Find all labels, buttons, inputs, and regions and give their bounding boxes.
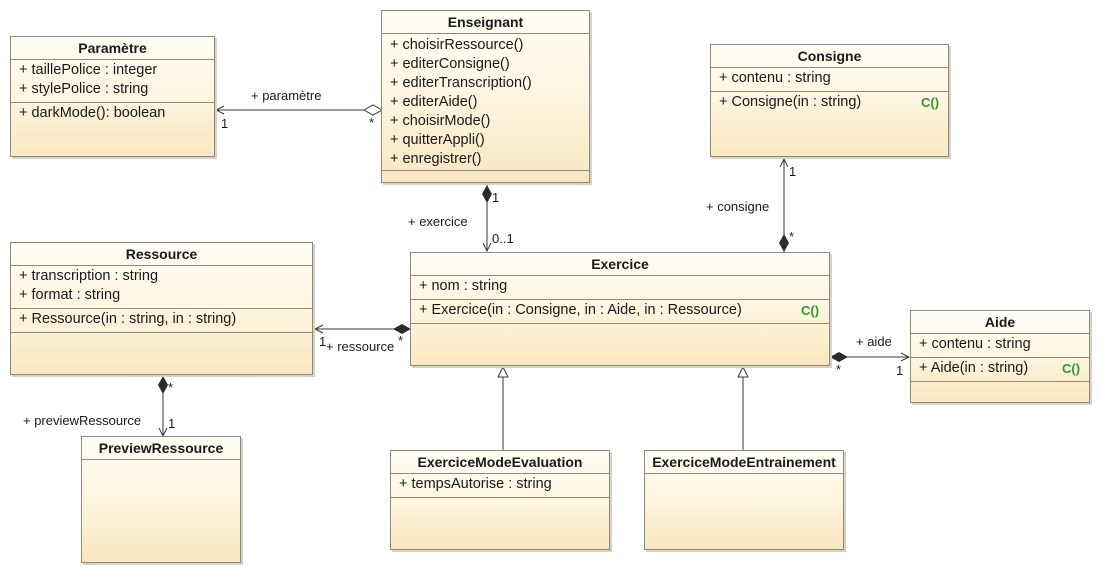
attribute: + contenu : string [919,336,1031,352]
multiplicity-label: * [168,380,174,395]
class-name: Aide [911,311,1089,334]
multiplicity-label: 0..1 [492,231,514,246]
class-parametre[interactable]: Paramètre + taillePolice : integer + sty… [10,36,215,157]
attribute: + contenu : string [719,70,831,86]
operations-section: + Aide(in : string) C() [911,358,1089,382]
role-label-aide: + aide [856,334,892,349]
multiplicity-label: 1 [896,363,904,378]
attribute: + taillePolice : integer [19,62,158,78]
attribute: + nom : string [419,278,508,294]
operations-section: + choisirRessource() + editerConsigne() … [382,34,589,171]
attributes-section: + tempsAutorise : string [391,474,609,498]
attribute: + tempsAutorise : string [399,476,552,492]
constructor-icon: C() [801,303,820,318]
operations-section: + Exercice(in : Consigne, in : Aide, in … [411,300,829,324]
class-name: ExerciceModeEntrainement [645,451,843,474]
class-name: Enseignant [382,11,589,34]
operations-section: + Consigne(in : string) C() [711,92,948,115]
multiplicity-label: * [836,362,842,377]
attributes-section: + taillePolice : integer + stylePolice :… [11,60,214,103]
multiplicity-label: * [398,333,404,348]
class-name: ExerciceModeEvaluation [391,451,609,474]
operation-text: + Consigne(in : string) [719,94,862,110]
aggregation-diamond [362,104,384,116]
class-consigne[interactable]: Consigne + contenu : string + Consigne(i… [710,44,949,157]
operation-text: + Exercice(in : Consigne, in : Aide, in … [419,302,742,318]
class-name: Ressource [11,243,312,266]
generalization-triangle [737,365,749,378]
class-exercicemodeevaluation[interactable]: ExerciceModeEvaluation + tempsAutorise :… [390,450,610,550]
multiplicity-label: * [369,115,375,130]
class-aide[interactable]: Aide + contenu : string + Aide(in : stri… [910,310,1090,403]
class-previewressource[interactable]: PreviewRessource [81,436,241,563]
class-exercicemodeentrainement[interactable]: ExerciceModeEntrainement [644,450,844,550]
composition-diamond [393,324,411,334]
multiplicity-label: 1 [789,164,797,179]
operations-section: + darkMode(): boolean [11,103,214,126]
role-label-consigne: + consigne [706,199,770,214]
attributes-section: + contenu : string [911,334,1089,358]
class-name: PreviewRessource [82,437,240,460]
operation: + editerAide() [390,94,478,110]
attribute: + transcription : string [19,268,159,284]
class-name: Exercice [411,253,829,276]
composition-diamond [830,352,848,362]
class-enseignant[interactable]: Enseignant + choisirRessource() + editer… [381,10,590,183]
class-name: Consigne [711,45,948,68]
multiplicity-label: 1 [221,116,229,131]
operation: + Consigne(in : string) C() [719,93,948,112]
multiplicity-label: 1 [319,334,327,349]
attribute: + stylePolice : string [19,81,149,97]
class-exercice[interactable]: Exercice + nom : string + Exercice(in : … [410,252,830,366]
attribute: + format : string [19,287,121,303]
operation: + choisirMode() [390,113,491,129]
role-label-ressource: + ressource [326,339,395,354]
multiplicity-label: 1 [492,190,500,205]
operation: + choisirRessource() [390,37,524,53]
composition-diamond [482,185,492,203]
attributes-section: + contenu : string [711,68,948,92]
generalization-triangle [497,365,509,378]
role-label-previewressource: + previewRessource [23,413,142,428]
class-name: Paramètre [11,37,214,60]
class-ressource[interactable]: Ressource + transcription : string + for… [10,242,313,375]
attributes-section: + nom : string [411,276,829,300]
operation: + editerTranscription() [390,75,532,91]
operations-section: + Ressource(in : string, in : string) [11,309,312,333]
constructor-icon: C() [1062,361,1081,376]
role-label-exercice: + exercice [408,214,468,229]
operation: + Aide(in : string) C() [919,359,1089,378]
multiplicity-label: 1 [168,416,176,431]
operation: + Exercice(in : Consigne, in : Aide, in … [419,301,829,320]
operation: + Ressource(in : string, in : string) [19,311,237,327]
composition-diamond [779,234,789,252]
operation: + darkMode(): boolean [19,105,166,121]
multiplicity-label: * [789,229,795,244]
role-label-parametre: + paramètre [251,88,322,103]
operation: + enregistrer() [390,151,482,167]
composition-diamond [158,376,168,394]
operation: + editerConsigne() [390,56,510,72]
operation-text: + Aide(in : string) [919,360,1029,376]
operation: + quitterAppli() [390,132,485,148]
attributes-section: + transcription : string + format : stri… [11,266,312,309]
constructor-icon: C() [921,95,940,110]
